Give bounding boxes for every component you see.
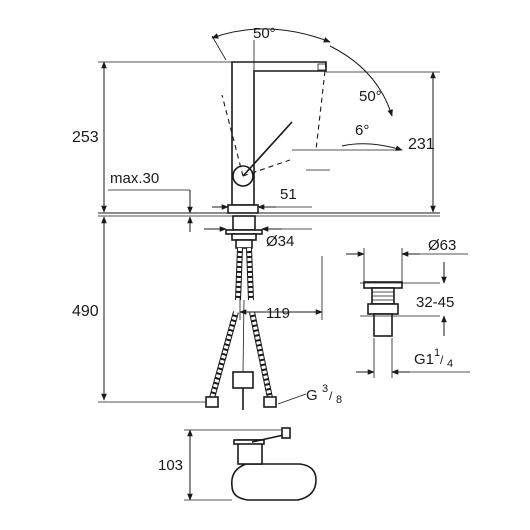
- label-waste-range: 32-45: [416, 294, 454, 311]
- label-hose-thread: G 3 / 8: [306, 383, 342, 406]
- label-hole-diameter: Ø34: [266, 233, 294, 250]
- label-angle-swivel: 50°: [253, 25, 276, 42]
- label-height-spout: 231: [408, 136, 435, 153]
- dimension-labels: 50° 50° 6° 253 231 max.30 51 Ø34 490 119…: [72, 25, 456, 474]
- svg-text:/: /: [329, 389, 333, 403]
- label-waste-thread-den: 4: [447, 358, 453, 370]
- label-angle-lever: 50°: [359, 88, 382, 105]
- svg-text:/: /: [440, 353, 444, 367]
- label-waste-thread: G1 1 / 4: [414, 347, 453, 370]
- label-hose-thread-main: G: [306, 387, 318, 404]
- waste-fitting: [360, 281, 440, 337]
- label-max-thickness: max.30: [110, 170, 159, 187]
- worktop-line: [98, 212, 440, 217]
- label-angle-tilt: 6°: [355, 122, 369, 139]
- label-height-total: 253: [72, 129, 99, 146]
- label-hose-thread-den: 8: [336, 394, 342, 406]
- faucet-front-view: [211, 35, 327, 214]
- label-side-height: 103: [158, 457, 183, 474]
- label-waste-diameter: Ø63: [428, 237, 456, 254]
- label-reach: 119: [266, 305, 290, 322]
- label-hose-thread-num: 3: [322, 383, 328, 395]
- label-hose-length: 490: [72, 303, 99, 320]
- faucet-side-view: [230, 427, 317, 501]
- label-waste-thread-num: 1: [434, 347, 440, 359]
- label-lever-offset: 51: [280, 186, 297, 203]
- dimension-lines: [98, 28, 470, 501]
- label-waste-thread-main: G1: [414, 351, 434, 368]
